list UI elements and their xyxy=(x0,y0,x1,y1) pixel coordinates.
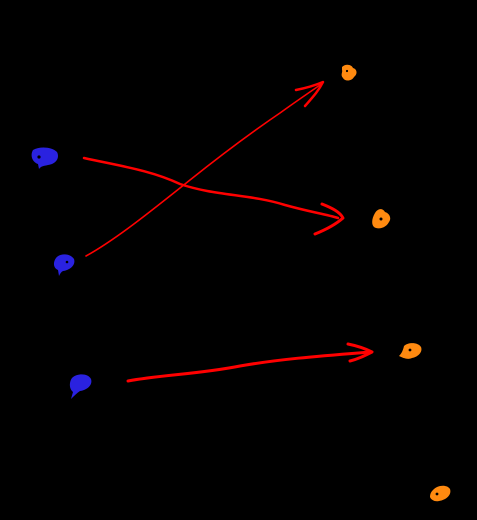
target-dot-3 xyxy=(399,343,422,359)
arrow-head xyxy=(346,342,374,363)
source-dot-3 xyxy=(69,374,92,399)
arrow-head xyxy=(313,202,345,236)
arrow-source-1-to-target-2 xyxy=(82,156,345,236)
arrow-line xyxy=(85,84,321,257)
arrow-head xyxy=(294,80,325,108)
target-dot-1 xyxy=(341,64,357,81)
source-dot-1 xyxy=(31,147,58,169)
arrow-line xyxy=(126,350,372,383)
source-dot-2 xyxy=(53,254,75,276)
arrow-source-3-to-target-3 xyxy=(126,342,374,383)
target-dot-2 xyxy=(372,209,391,229)
arrow-source-2-to-target-1 xyxy=(85,80,325,257)
target-dot-4 xyxy=(430,485,451,502)
arrow-line xyxy=(82,156,340,220)
